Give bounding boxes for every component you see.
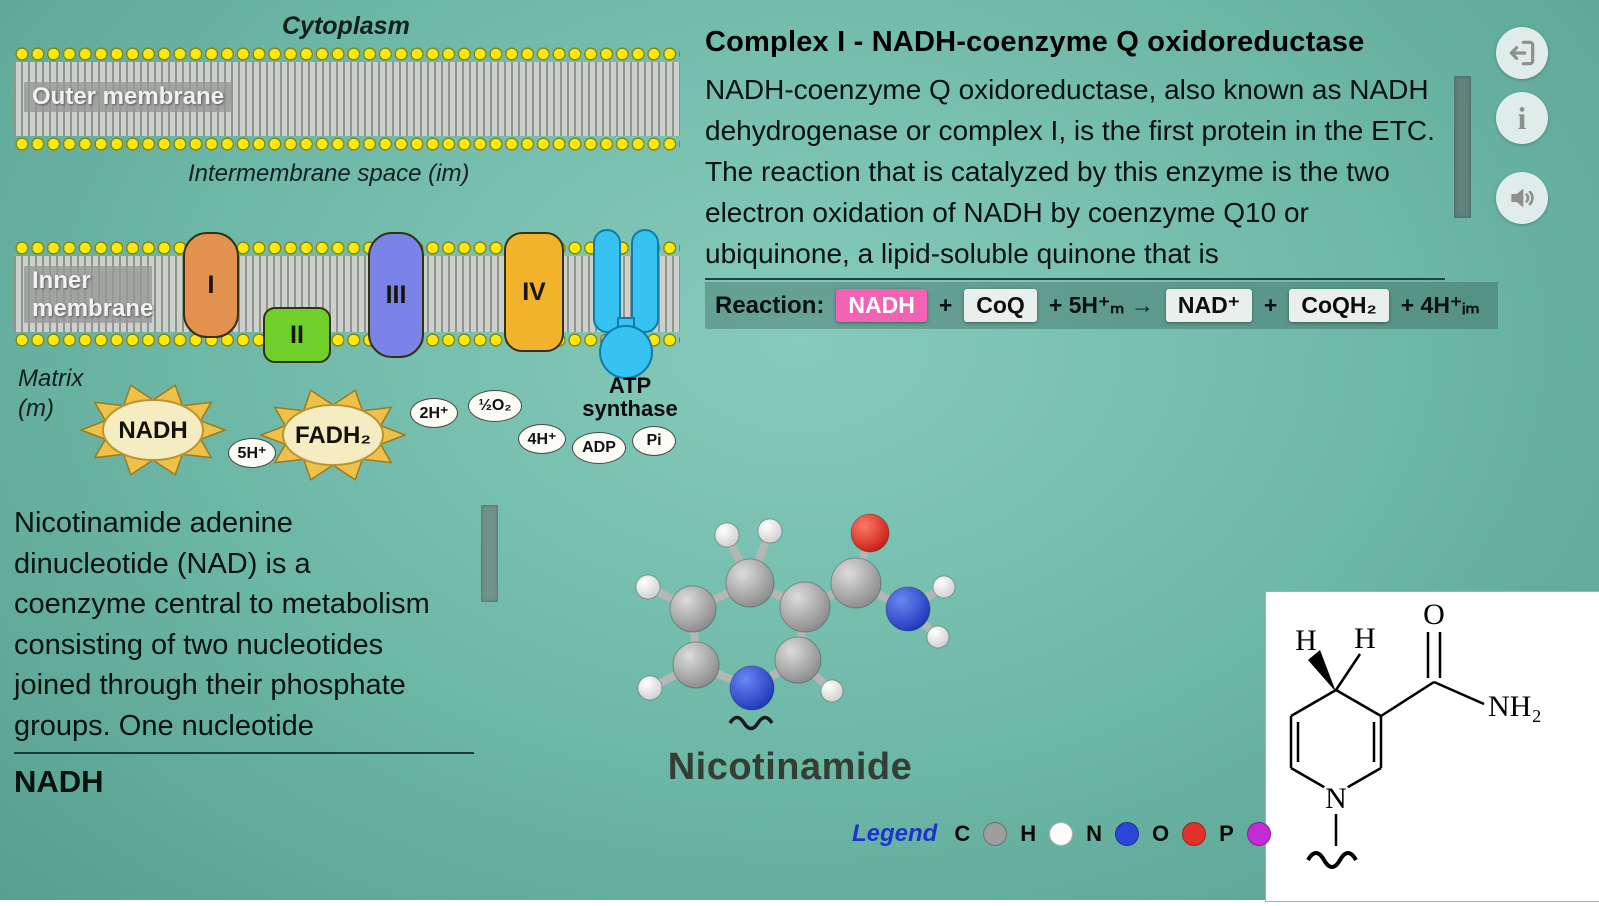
legend-symbol-p: P — [1219, 821, 1234, 846]
reaction-label: Reaction: — [715, 291, 825, 319]
nitrogen-atom — [729, 665, 775, 711]
particle-4h: 4H⁺ — [518, 424, 566, 454]
description-text: NADH-coenzyme Q oxidoreductase, also kno… — [705, 74, 1435, 269]
inner-membrane-lipid-heads-bottom — [14, 332, 680, 348]
legend-dot-hydrogen — [1049, 822, 1074, 846]
reaction-token-plus2: + — [1263, 292, 1278, 318]
page-title: Complex I - NADH-coenzyme Q oxidoreducta… — [705, 26, 1365, 58]
reaction-token-4h: + 4H⁺ᵢₘ — [1400, 292, 1480, 318]
outer-membrane-label: Outer membrane — [24, 82, 233, 112]
reaction-token-5h: + 5H⁺ₘ → — [1048, 292, 1154, 318]
hydrogen-atom — [637, 675, 663, 701]
particle-5h: 5H⁺ — [228, 438, 276, 468]
complex-ii-label: II — [290, 320, 304, 349]
complex-ii[interactable]: II — [263, 307, 331, 363]
structure-nitrogen: N — [1325, 782, 1347, 815]
hydrogen-atom — [714, 522, 740, 548]
info-panel: Complex I - NADH-coenzyme Q oxidoreducta… — [705, 26, 1500, 329]
legend-symbol-h: H — [1020, 821, 1037, 846]
matrix-label: Matrix (m) — [18, 365, 84, 422]
fadh2-substrate[interactable]: FADH₂ — [258, 385, 408, 485]
inner-membrane-label: Inner membrane — [24, 266, 153, 324]
carbon-atom — [669, 585, 717, 633]
cytoplasm-label: Cytoplasm — [282, 12, 410, 40]
info-button[interactable]: i — [1496, 92, 1548, 144]
hydrogen-atom — [926, 625, 950, 649]
nadh-substrate[interactable]: NADH — [78, 380, 228, 480]
carbon-atom — [830, 557, 882, 609]
left-info-panel: Nicotinamide adenine dinucleotide (NAD) … — [14, 503, 484, 800]
molecule-3d-label: Nicotinamide — [667, 746, 913, 788]
divider — [705, 278, 1445, 280]
carbon-atom — [774, 636, 822, 684]
particle-adp: ADP — [572, 432, 626, 464]
legend-symbol-c: C — [954, 821, 971, 846]
inner-membrane-lipid-heads-top — [14, 240, 680, 256]
info-icon: i — [1517, 99, 1527, 136]
complex-iv[interactable]: IV — [504, 232, 564, 352]
info-panel-scrollbar[interactable] — [1454, 76, 1471, 218]
molecule-name-heading: NADH — [14, 764, 104, 799]
particle-pi: Pi — [632, 426, 676, 456]
structure-amide: NH₂ — [1488, 690, 1542, 723]
intermembrane-space-label: Intermembrane space (im) — [188, 160, 470, 187]
legend-dot-oxygen — [1182, 822, 1207, 846]
reaction-bar: Reaction: NADH + CoQ + 5H⁺ₘ → NAD⁺ + CoQ… — [705, 282, 1498, 329]
legend-symbol-n: N — [1086, 821, 1103, 846]
nad-description-text: Nicotinamide adenine dinucleotide (NAD) … — [14, 507, 430, 742]
nadh-substrate-label: NADH — [118, 417, 187, 444]
hydrogen-atom — [757, 518, 783, 544]
hydrogen-atom — [932, 575, 956, 599]
complex-iii-label: III — [385, 280, 407, 309]
bond-squiggle — [728, 715, 774, 731]
structure-squiggle — [1306, 851, 1358, 869]
particle-2h: 2H⁺ — [410, 398, 458, 428]
complex-iv-label: IV — [522, 277, 546, 306]
outer-membrane-lipid-heads-bottom — [14, 136, 680, 152]
carbon-atom — [779, 581, 831, 633]
atp-synthase[interactable] — [590, 228, 662, 380]
reaction-token-nadh[interactable]: NADH — [836, 289, 927, 322]
divider — [14, 752, 474, 754]
structure-h-right: H — [1354, 622, 1376, 655]
structure-formula-box: H H O NH₂ N — [1265, 591, 1599, 902]
molecule-3d-viewer[interactable] — [600, 495, 980, 755]
structure-h-left: H — [1295, 624, 1317, 657]
oxygen-atom — [850, 513, 890, 553]
legend-title: Legend — [852, 820, 938, 847]
particle-half-o2: ½O₂ — [468, 390, 522, 422]
logout-icon — [1509, 40, 1535, 66]
hydrogen-atom — [635, 574, 661, 600]
legend-dot-phosphorus — [1246, 822, 1271, 846]
carbon-atom — [672, 641, 720, 689]
carbon-atom — [725, 558, 775, 608]
legend-dot-nitrogen — [1115, 822, 1140, 846]
complex-i[interactable]: I — [183, 232, 239, 338]
atom-legend: Legend C H N O P — [852, 820, 1271, 848]
reaction-token-plus1: + — [938, 292, 953, 318]
legend-symbol-o: O — [1152, 821, 1170, 846]
left-panel-scrollbar[interactable] — [481, 505, 498, 602]
atp-synthase-label: ATP synthase — [582, 373, 678, 422]
wedge-bond — [1308, 650, 1336, 692]
nicotinamide-2d-structure: H H O NH₂ N — [1289, 598, 1542, 869]
nitrogen-atom — [885, 586, 931, 632]
legend-dot-carbon — [983, 822, 1008, 846]
audio-button[interactable] — [1496, 172, 1548, 224]
speaker-icon — [1511, 188, 1534, 208]
complex-iii[interactable]: III — [368, 232, 424, 358]
complex-i-label: I — [207, 270, 215, 299]
structure-oxygen: O — [1423, 598, 1445, 631]
exit-button[interactable] — [1496, 27, 1548, 79]
outer-membrane-lipid-heads-top — [14, 46, 680, 62]
reaction-token-coqh2[interactable]: CoQH₂ — [1289, 289, 1389, 322]
reaction-token-nad[interactable]: NAD⁺ — [1165, 289, 1252, 322]
hydrogen-atom — [820, 679, 844, 703]
reaction-token-coq[interactable]: CoQ — [964, 289, 1037, 322]
fadh2-substrate-label: FADH₂ — [295, 422, 371, 449]
